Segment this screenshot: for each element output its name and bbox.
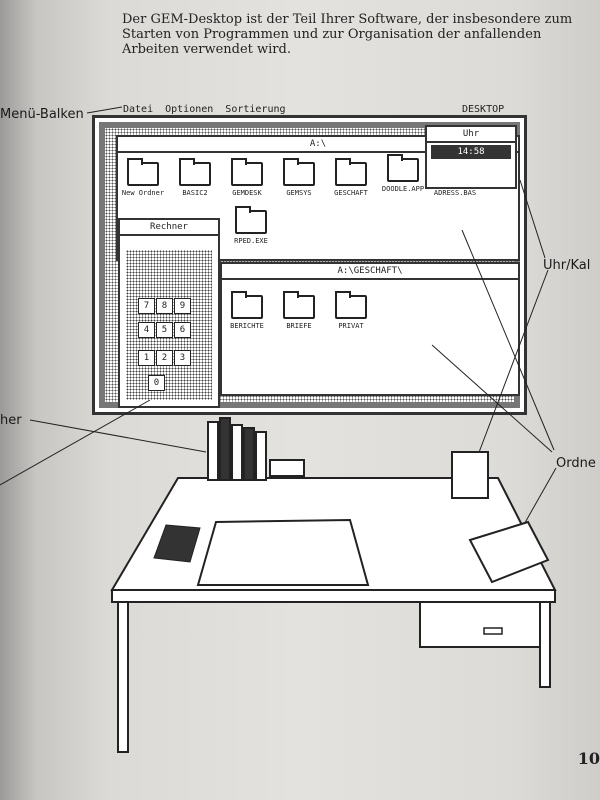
drive-icon-4[interactable]: GESCHAFT: [326, 158, 376, 197]
folder-window-title: A:\GESCHAFT\: [222, 264, 518, 280]
label-clock: Uhr/Kal: [543, 258, 591, 273]
label-menu-bar: Menü-Balken: [0, 107, 84, 122]
calculator-key[interactable]: 8: [156, 298, 173, 314]
drive-icon-2[interactable]: GEMDESK: [222, 158, 272, 197]
folder-icon: [231, 291, 263, 319]
intro-paragraph: Der GEM-Desktop ist der Teil Ihrer Softw…: [122, 12, 573, 57]
drive-icon-7[interactable]: RPED.EXE: [226, 206, 276, 245]
book-box: [269, 459, 305, 477]
calculator-key[interactable]: 9: [174, 298, 191, 314]
drive-icon-label: BASIC2: [182, 189, 208, 197]
desk-leg-right: [539, 601, 551, 688]
desk-calculator: [153, 524, 201, 563]
calculator-key[interactable]: 6: [174, 322, 191, 338]
calculator-key[interactable]: 3: [174, 350, 191, 366]
calculator-key[interactable]: 7: [138, 298, 155, 314]
callout-line-folder-1: [461, 229, 555, 451]
drive-icon-label: RPED.EXE: [234, 237, 268, 245]
book-1: [207, 421, 219, 481]
folder-icon: [231, 158, 263, 186]
page-number: 10: [577, 749, 600, 768]
callout-line-clock-2: [477, 269, 549, 456]
folder-icon-0[interactable]: BERICHTE: [222, 291, 272, 330]
callout-line-menu: [86, 106, 123, 114]
desk-drawer: [419, 601, 541, 648]
folder-window: A:\GESCHAFT\: [220, 262, 520, 396]
folder-icon: [335, 291, 367, 319]
folder-icon: [387, 154, 419, 182]
drive-icon-0[interactable]: New Ordner: [118, 158, 168, 197]
calculator-key[interactable]: 2: [156, 350, 173, 366]
folder-icon-2[interactable]: PRIVAT: [326, 291, 376, 330]
desktop-menu-label: DESKTOP: [462, 104, 505, 115]
callout-line-calculator-2: [0, 399, 151, 486]
callout-line-folder-2: [431, 344, 553, 453]
book-5: [255, 431, 267, 481]
folder-icon: [335, 158, 367, 186]
drive-icon-label: New Ordner: [121, 189, 165, 197]
clock-title: Uhr: [427, 127, 515, 143]
drive-icon-label: DOODLE.APP: [381, 185, 425, 193]
drive-icon-5[interactable]: DOODLE.APP: [378, 154, 428, 193]
book-4: [243, 427, 255, 481]
clock-window: Uhr 14:58: [425, 125, 517, 189]
callout-line-calculator: [29, 419, 207, 453]
desk-leg-left: [117, 601, 129, 753]
folder-icon-label: BRIEFE: [286, 322, 312, 330]
desk-blotter: [196, 518, 370, 586]
calculator-window: Rechner: [118, 218, 220, 408]
folder-icon-1[interactable]: BRIEFE: [274, 291, 324, 330]
drive-icon-1[interactable]: BASIC2: [170, 158, 220, 197]
calculator-key[interactable]: 5: [156, 322, 173, 338]
folder-icon: [283, 158, 315, 186]
drive-icon-label: GEMDESK: [232, 189, 262, 197]
label-folder: Ordne: [556, 456, 596, 471]
folder-icon: [283, 291, 315, 319]
drawer-handle: [483, 627, 503, 635]
drive-icon-label: GEMSYS: [286, 189, 312, 197]
drive-icon-label: ADRESS.BAS: [433, 189, 477, 197]
drive-icon-3[interactable]: GEMSYS: [274, 158, 324, 197]
drive-icon-label: GESCHAFT: [334, 189, 368, 197]
callout-line-clock: [519, 179, 546, 259]
calculator-key[interactable]: 1: [138, 350, 155, 366]
drive-window-title: A:\: [118, 137, 518, 153]
label-calculator: her: [0, 413, 22, 428]
gem-menu-bar: Datei Optionen Sortierung: [123, 104, 286, 115]
desk-folders: [468, 520, 550, 584]
desk-edge: [111, 589, 556, 603]
book-2: [219, 417, 231, 481]
desk-clock: [451, 451, 489, 499]
folder-icon: [179, 158, 211, 186]
folder-icon: [127, 158, 159, 186]
folder-icon: [235, 206, 267, 234]
calculator-key[interactable]: 4: [138, 322, 155, 338]
folder-icon-label: PRIVAT: [338, 322, 364, 330]
folder-icon-label: BERICHTE: [230, 322, 264, 330]
calculator-key[interactable]: 0: [148, 375, 165, 391]
book-3: [231, 424, 243, 481]
clock-time: 14:58: [431, 145, 511, 159]
calculator-title: Rechner: [120, 220, 218, 236]
